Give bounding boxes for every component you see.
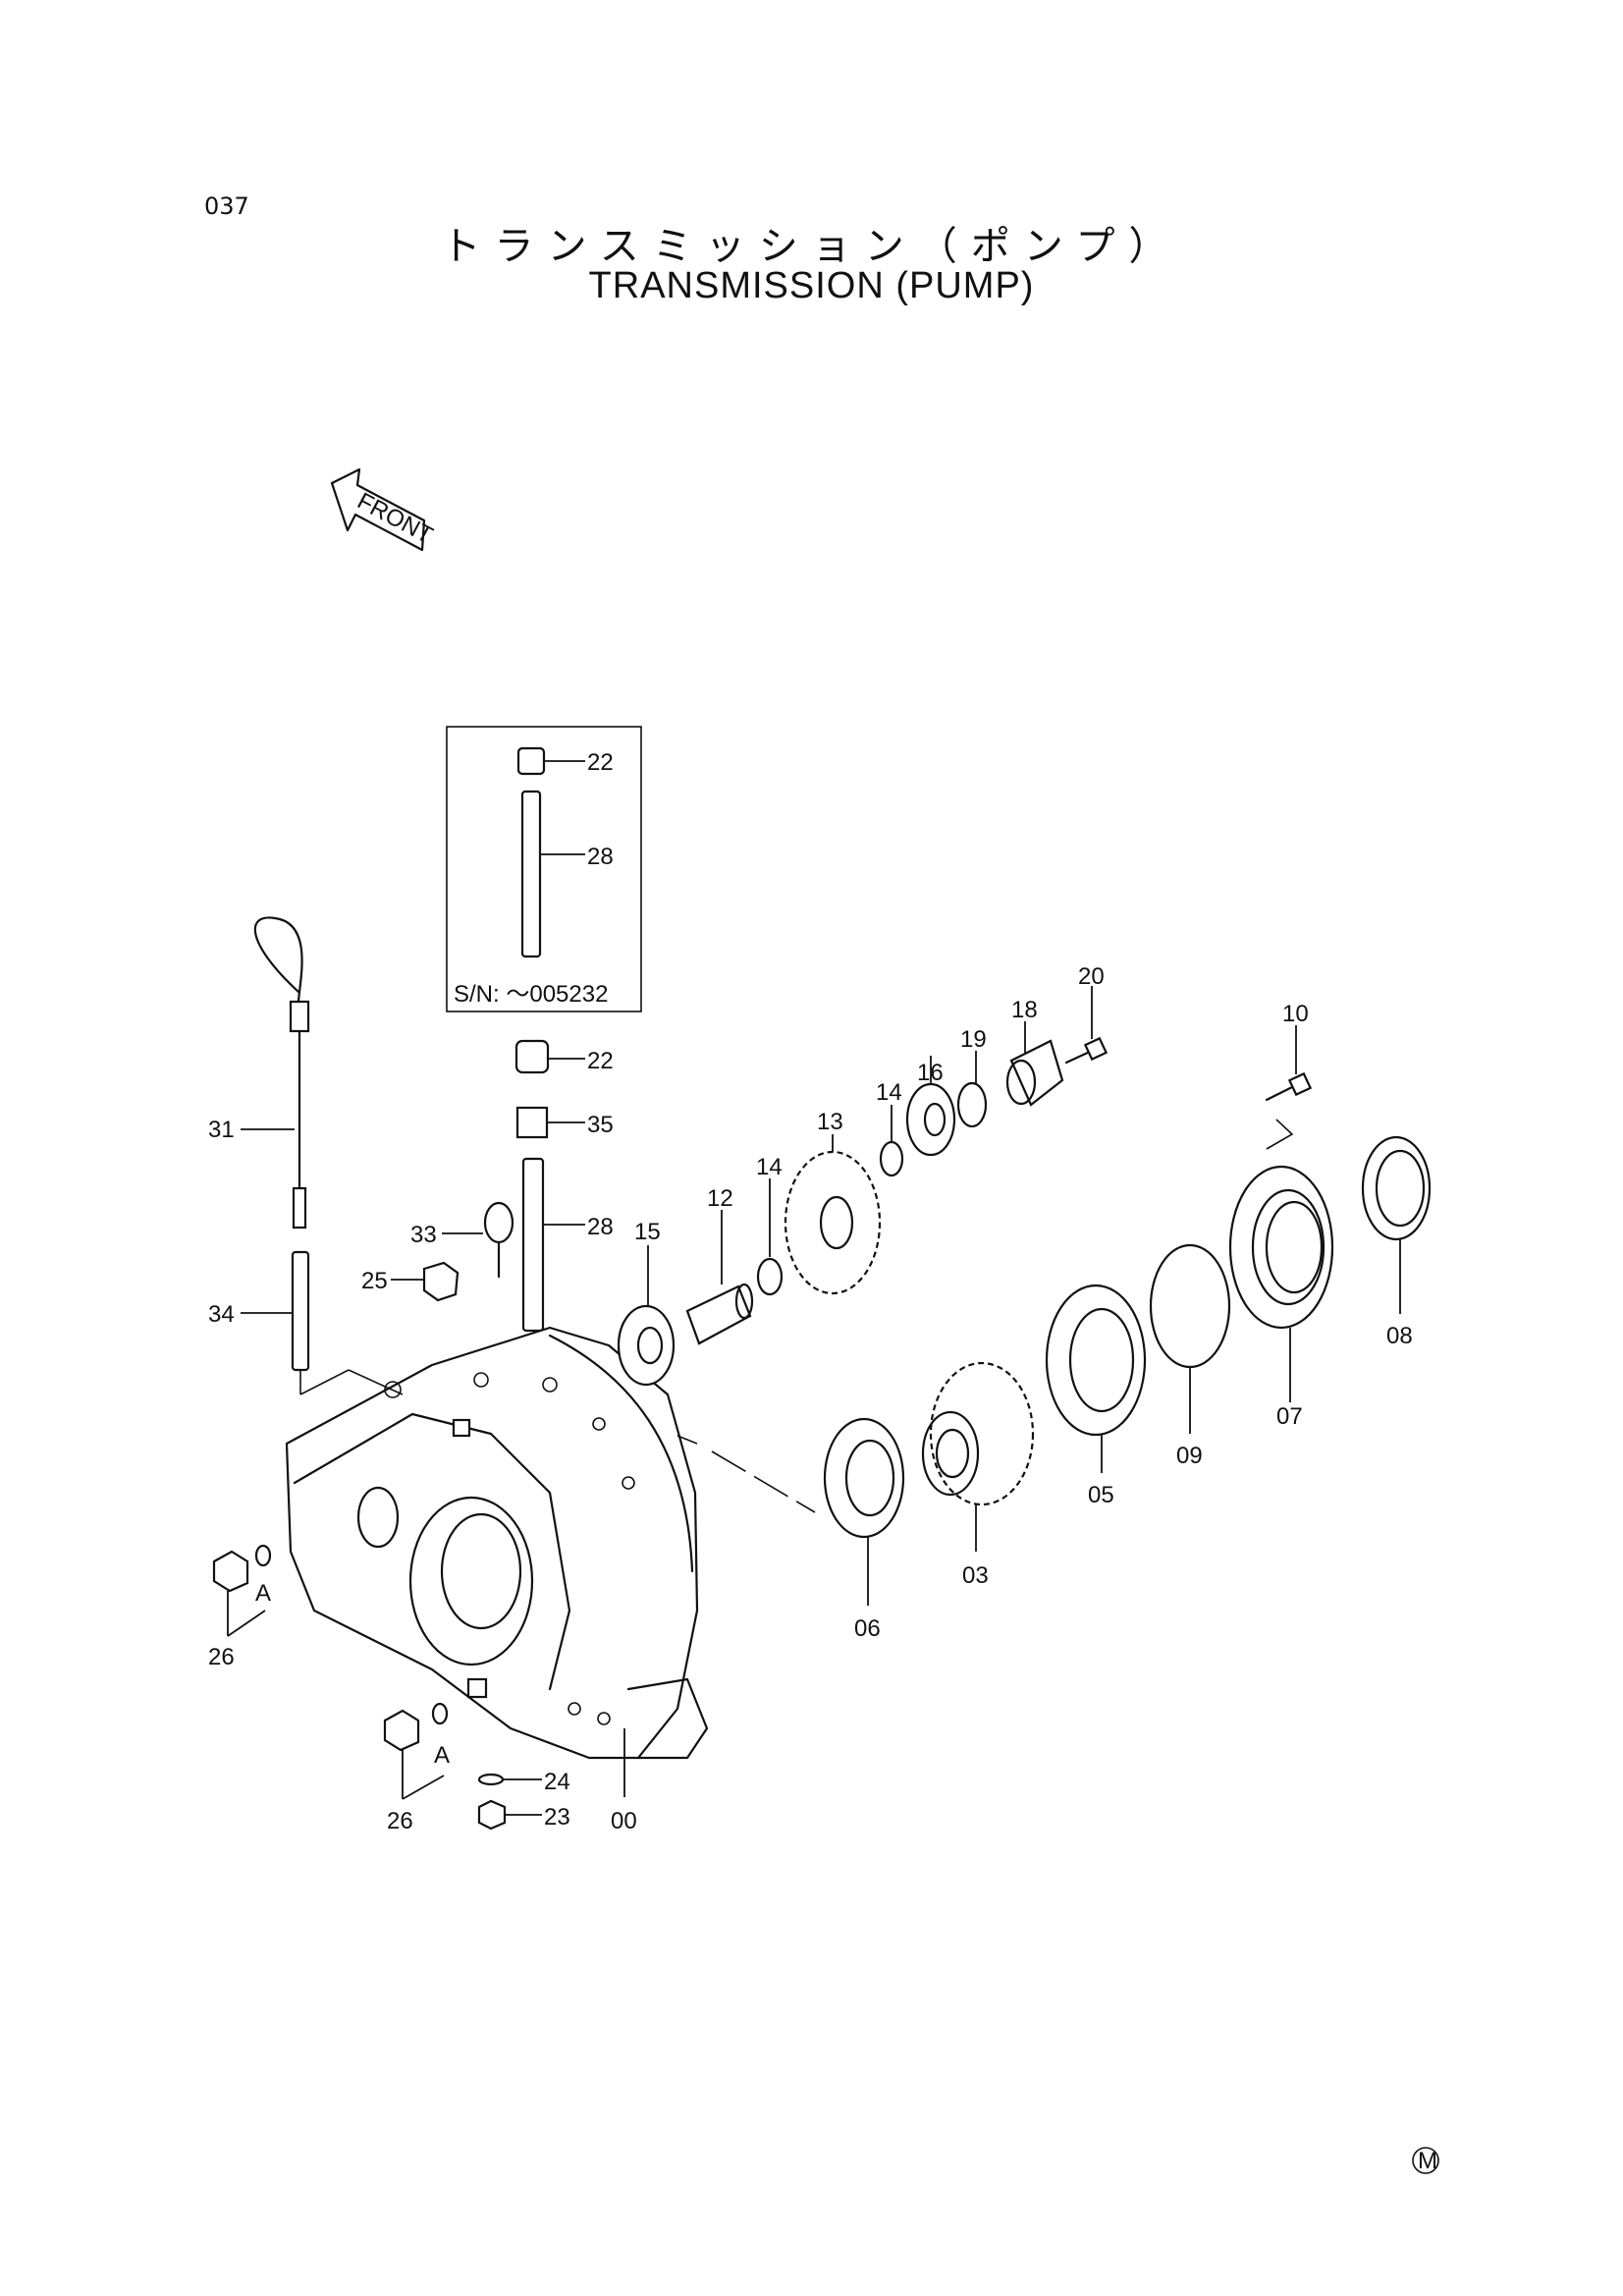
gear-03: 03 — [921, 1361, 1035, 1589]
shaft-12: 12 — [685, 1185, 754, 1345]
snap-ring-14b: 14 — [876, 1079, 904, 1177]
bearing-05: 05 — [1045, 1284, 1147, 1508]
label-26-lower: 26 — [387, 1808, 413, 1834]
drain-plug-26-upper: A 26 — [208, 1544, 272, 1670]
bearing-06: 06 — [823, 1417, 905, 1642]
label-34: 34 — [208, 1301, 235, 1328]
eye-bolt-33: 33 — [410, 1201, 514, 1279]
label-14b: 14 — [876, 1079, 902, 1106]
drain-plug-26-lower: A 26 — [383, 1702, 450, 1834]
label-24: 24 — [544, 1769, 570, 1795]
label-15: 15 — [634, 1219, 661, 1245]
label-19: 19 — [960, 1026, 987, 1053]
section-mark-a-upper: A — [255, 1580, 271, 1607]
page-number: 037 — [204, 192, 249, 220]
title-english: TRANSMISSION (PUMP) — [588, 265, 1035, 306]
label-08: 08 — [1386, 1323, 1413, 1349]
label-22-inset: 22 — [587, 749, 614, 776]
label-16: 16 — [917, 1060, 944, 1086]
label-28: 28 — [587, 1214, 614, 1240]
section-mark-a-lower: A — [434, 1742, 450, 1769]
breather-stack: 22 35 28 — [514, 1039, 614, 1333]
label-10: 10 — [1282, 1001, 1309, 1027]
inset-serial-text: S/N: ～005232 — [454, 981, 608, 1008]
label-20: 20 — [1078, 963, 1105, 990]
label-28-inset: 28 — [587, 844, 614, 870]
label-33: 33 — [410, 1222, 437, 1248]
label-23: 23 — [544, 1804, 570, 1831]
cover-07: 07 — [1228, 1165, 1334, 1430]
label-00: 00 — [611, 1808, 637, 1834]
front-arrow-label: FRONT — [352, 488, 437, 550]
oring-19: 19 — [956, 1026, 988, 1128]
snap-ring-14a: 14 — [756, 1154, 784, 1296]
oring-24-plug-23: 24 23 — [477, 1769, 570, 1831]
label-03: 03 — [962, 1562, 989, 1589]
pipe-34: 34 — [208, 1250, 310, 1394]
label-09: 09 — [1176, 1443, 1203, 1469]
front-arrow-icon: FRONT — [330, 467, 437, 552]
label-35: 35 — [587, 1112, 614, 1138]
bearing-16: 16 — [905, 1056, 956, 1157]
title-japanese: トランスミッション（ポンプ） — [441, 224, 1182, 269]
label-13: 13 — [817, 1109, 843, 1135]
plug-25: 25 — [361, 1261, 460, 1302]
label-06: 06 — [854, 1615, 881, 1642]
bearing-15: 15 — [617, 1219, 676, 1387]
label-31: 31 — [208, 1117, 235, 1143]
footer-mark: M — [1412, 2147, 1439, 2174]
serial-inset-box: 22 28 S/N: ～005232 — [446, 726, 642, 1012]
label-25: 25 — [361, 1268, 388, 1294]
gear-13: 13 — [784, 1109, 882, 1295]
bolt-10: 10 — [1265, 1001, 1313, 1150]
dipstick-31: 31 — [208, 916, 310, 1230]
bolt-20: 20 — [1064, 963, 1109, 1065]
transmission-housing-00: 00 — [285, 1326, 709, 1834]
label-18: 18 — [1011, 997, 1038, 1023]
seal-08: 08 — [1361, 1135, 1432, 1349]
label-07: 07 — [1276, 1403, 1303, 1430]
label-22: 22 — [587, 1048, 614, 1074]
oring-09: 09 — [1149, 1243, 1231, 1469]
cover-18: 18 — [1005, 997, 1064, 1107]
label-05: 05 — [1088, 1482, 1114, 1508]
label-26-upper: 26 — [208, 1644, 235, 1670]
label-14a: 14 — [756, 1154, 783, 1180]
footer-mark-text: M — [1418, 2148, 1437, 2174]
label-12: 12 — [707, 1185, 733, 1212]
